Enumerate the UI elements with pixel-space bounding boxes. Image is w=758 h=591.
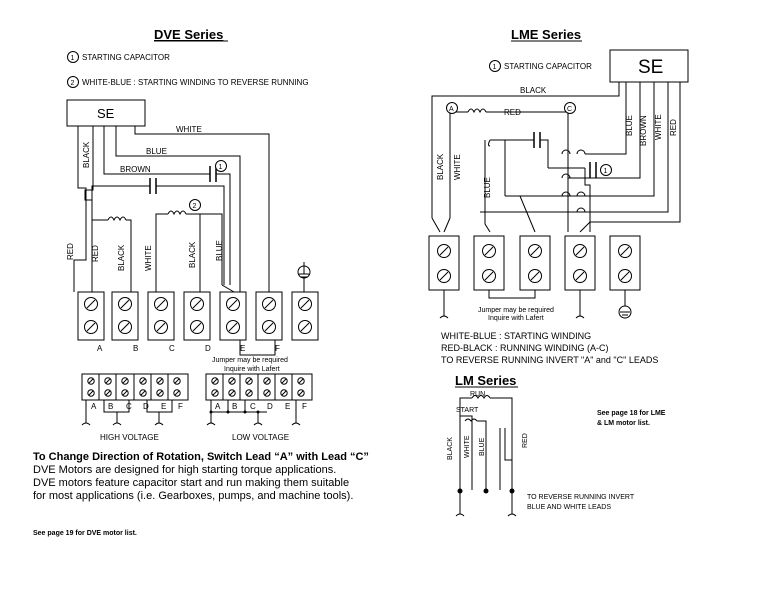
svg-text:Jumper may be required: Jumper may be required [212, 357, 288, 364]
svg-text:WHITE: WHITE [176, 125, 202, 134]
svg-text:1: 1 [71, 55, 75, 62]
svg-text:STARTING CAPACITOR: STARTING CAPACITOR [504, 62, 592, 71]
dve-description: To Change Direction of Rotation, Switch … [33, 451, 369, 503]
lm-note-2: BLUE AND WHITE LEADS [527, 504, 611, 511]
svg-text:E: E [240, 344, 245, 353]
svg-text:BLACK: BLACK [82, 141, 91, 168]
svg-text:F: F [302, 402, 307, 411]
dve-legend: 1 STARTING CAPACITOR 2 WHITE-BLUE : STAR… [67, 51, 309, 88]
lme-title: LME Series [511, 27, 581, 42]
lm-title: LM Series [455, 373, 516, 388]
lme-legend: 1 STARTING CAPACITOR [489, 60, 592, 72]
dve-wires [73, 126, 270, 293]
dve-terminal-letters: A B C D E F [97, 344, 280, 353]
svg-text:E: E [161, 402, 166, 411]
svg-text:BLUE: BLUE [146, 147, 167, 156]
svg-text:1: 1 [219, 164, 223, 171]
svg-text:F: F [178, 402, 183, 411]
svg-text:STARTING CAPACITOR: STARTING CAPACITOR [82, 53, 170, 62]
svg-text:Inquire with Lafert: Inquire with Lafert [224, 366, 280, 373]
svg-text:BLACK: BLACK [436, 153, 445, 180]
lm-note-1: TO REVERSE RUNNING INVERT [527, 494, 635, 501]
lm-see-2: & LM motor list. [597, 420, 650, 427]
svg-text:F: F [275, 344, 280, 353]
lm-wires [455, 395, 517, 517]
svg-text:A: A [91, 402, 97, 411]
svg-text:BLUE: BLUE [483, 177, 492, 198]
dve-high-voltage-block: A B C D E F [81, 373, 189, 426]
lme-note-2: RED-BLACK : RUNNING WINDING (A-C) [441, 343, 609, 353]
svg-text:BLACK: BLACK [188, 241, 197, 268]
svg-text:Jumper may be required: Jumper may be required [478, 307, 554, 314]
svg-text:C: C [169, 344, 175, 353]
svg-text:1: 1 [493, 64, 497, 71]
svg-text:B: B [108, 402, 113, 411]
low-voltage-label: LOW VOLTAGE [232, 433, 289, 442]
svg-text:D: D [267, 402, 273, 411]
svg-text:C: C [250, 402, 256, 411]
svg-text:2: 2 [193, 203, 197, 210]
svg-text:BLUE: BLUE [215, 240, 224, 261]
lme-crossovers [561, 149, 586, 213]
dve-title: DVE Series [154, 27, 223, 42]
dve-capacitor-2: 2 [149, 178, 201, 211]
lme-capacitor: 1 [533, 132, 612, 178]
svg-text:B: B [133, 344, 138, 353]
svg-text:E: E [285, 402, 290, 411]
svg-text:A: A [215, 402, 221, 411]
lme-se-box [609, 49, 689, 83]
svg-text:RUN: RUN [470, 391, 485, 398]
svg-text:BLACK: BLACK [117, 244, 126, 271]
dve-heading: To Change Direction of Rotation, Switch … [33, 451, 369, 463]
svg-text:BROWN: BROWN [639, 115, 648, 146]
dve-ground-icon [297, 262, 311, 292]
svg-text:D: D [143, 402, 149, 411]
lm-see-1: See page 18 for LME [597, 410, 666, 417]
svg-text:RED: RED [504, 108, 521, 117]
svg-text:RED: RED [522, 433, 529, 448]
svg-text:BLUE: BLUE [479, 437, 486, 456]
svg-text:C: C [567, 106, 572, 113]
svg-text:RED: RED [66, 243, 75, 260]
svg-text:A: A [97, 344, 103, 353]
svg-text:WHITE: WHITE [453, 154, 462, 180]
svg-text:BLACK: BLACK [447, 437, 454, 460]
dve-terminal-blocks [77, 291, 319, 341]
svg-text:D: D [205, 344, 211, 353]
svg-text:RED: RED [669, 119, 678, 136]
svg-text:SE: SE [97, 106, 115, 121]
svg-text:BROWN: BROWN [120, 165, 151, 174]
dve-capacitor-1: 1 [209, 160, 227, 182]
svg-text:RED: RED [91, 245, 100, 262]
svg-text:2: 2 [71, 80, 75, 87]
svg-text:BLUE: BLUE [625, 115, 634, 136]
dve-se-box [66, 99, 146, 127]
lme-note-1: WHITE-BLUE : STARTING WINDING [441, 331, 591, 341]
lme-terminal-blocks [428, 235, 641, 291]
svg-text:WHITE: WHITE [654, 114, 663, 140]
dve-low-voltage-block: A B C D E F [205, 373, 313, 426]
svg-text:WHITE-BLUE : STARTING WINDING: WHITE-BLUE : STARTING WINDING TO REVERSE… [82, 78, 309, 87]
lme-ground-icon [618, 305, 632, 319]
lme-wires [431, 82, 681, 233]
dve-see-page: See page 19 for DVE motor list. [33, 530, 137, 537]
dve-line-3: for most applications (i.e. Gearboxes, p… [33, 490, 354, 502]
svg-text:1: 1 [604, 168, 608, 175]
dve-line-2: DVE motors feature capacitor start and r… [33, 477, 350, 489]
high-voltage-label: HIGH VOLTAGE [100, 433, 159, 442]
svg-text:SE: SE [638, 57, 663, 78]
svg-text:Inquire with Lafert: Inquire with Lafert [488, 315, 544, 322]
svg-text:B: B [232, 402, 237, 411]
svg-text:A: A [449, 106, 454, 113]
svg-text:START: START [456, 407, 479, 414]
svg-text:BLACK: BLACK [520, 86, 547, 95]
lme-leads [439, 290, 626, 319]
svg-text:WHITE: WHITE [464, 435, 471, 458]
dve-line-1: DVE Motors are designed for high startin… [33, 464, 337, 476]
svg-text:WHITE: WHITE [144, 245, 153, 271]
lme-note-3: TO REVERSE RUNNING INVERT "A" and "C" LE… [441, 355, 658, 365]
